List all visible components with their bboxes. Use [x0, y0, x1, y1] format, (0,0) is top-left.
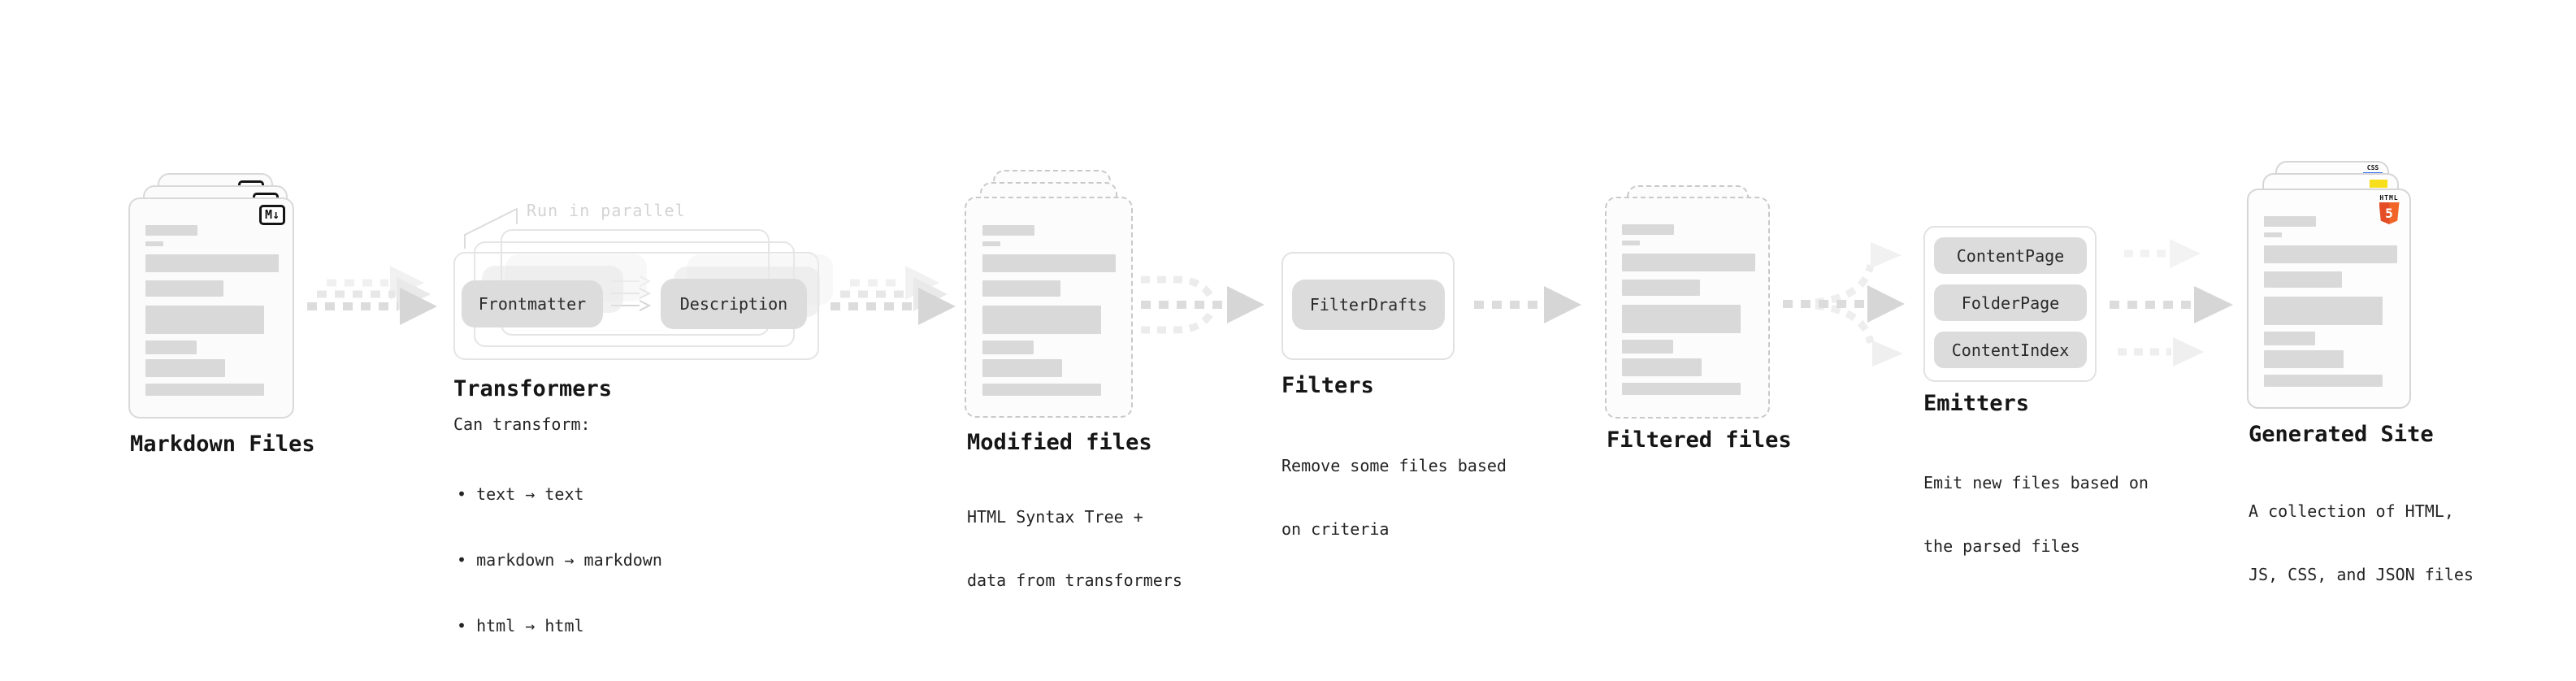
arrow-filtered-to-emitters	[1783, 242, 1905, 367]
run-in-parallel-leader-line	[464, 207, 518, 249]
arrow-transformers-to-modified	[830, 266, 956, 325]
arrow-emitters-to-site	[2110, 239, 2233, 367]
transformer-step-arrows	[611, 275, 652, 311]
arrow-markdown-to-transformers	[307, 266, 437, 325]
arrow-filters-to-filtered	[1474, 286, 1581, 323]
arrow-modified-to-filters	[1141, 275, 1264, 334]
